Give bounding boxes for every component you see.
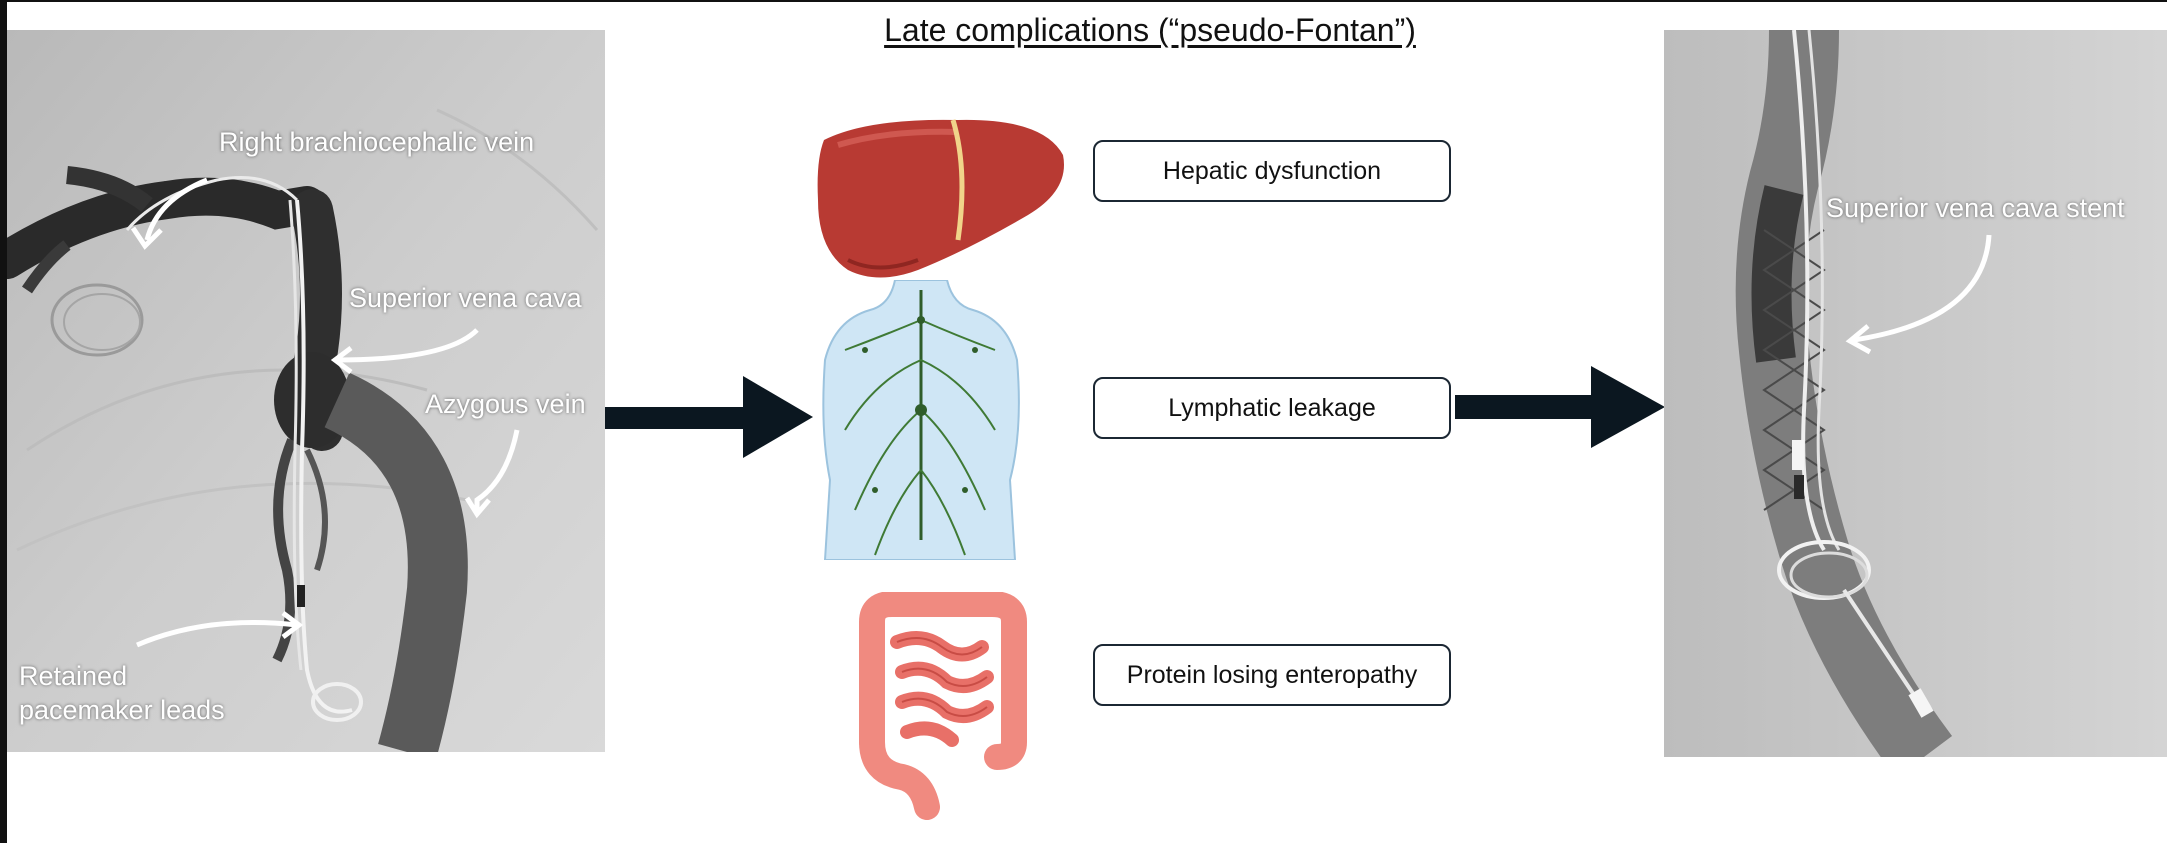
right-angiogram-drawing [1664,30,2167,757]
complication-box-hepatic-dysfunction: Hepatic dysfunction [1093,140,1451,202]
arrow-to-complications [605,376,813,458]
label-right-brachiocephalic-vein: Right brachiocephalic vein [219,127,535,157]
label-azygous-vein: Azygous vein [425,389,586,419]
figure-frame-top [0,0,2167,2]
complication-box-protein-losing-enteropathy: Protein losing enteropathy [1093,644,1451,706]
figure-frame-left [0,0,7,843]
lymphatic-system-icon [822,280,1020,560]
label-superior-vena-cava: Superior vena cava [349,283,582,313]
complication-box-lymphatic-leakage: Lymphatic leakage [1093,377,1451,439]
label-superior-vena-cava-stent: Superior vena cava stent [1826,193,2125,223]
left-angiogram-drawing [7,30,605,752]
intestine-icon [859,592,1027,820]
left-angiogram-image: Right brachiocephalic vein Superior vena… [7,30,605,752]
right-angiogram-image: Superior vena cava stent [1664,30,2167,757]
label-retained-pacemaker-leads-line1: Retained [19,661,128,691]
figure-title: Late complications (“pseudo-Fontan”) [884,12,1416,48]
arrow-to-stent-image [1455,366,1665,448]
liver-icon [817,119,1064,278]
label-retained-pacemaker-leads-line2: pacemaker leads [19,695,225,725]
